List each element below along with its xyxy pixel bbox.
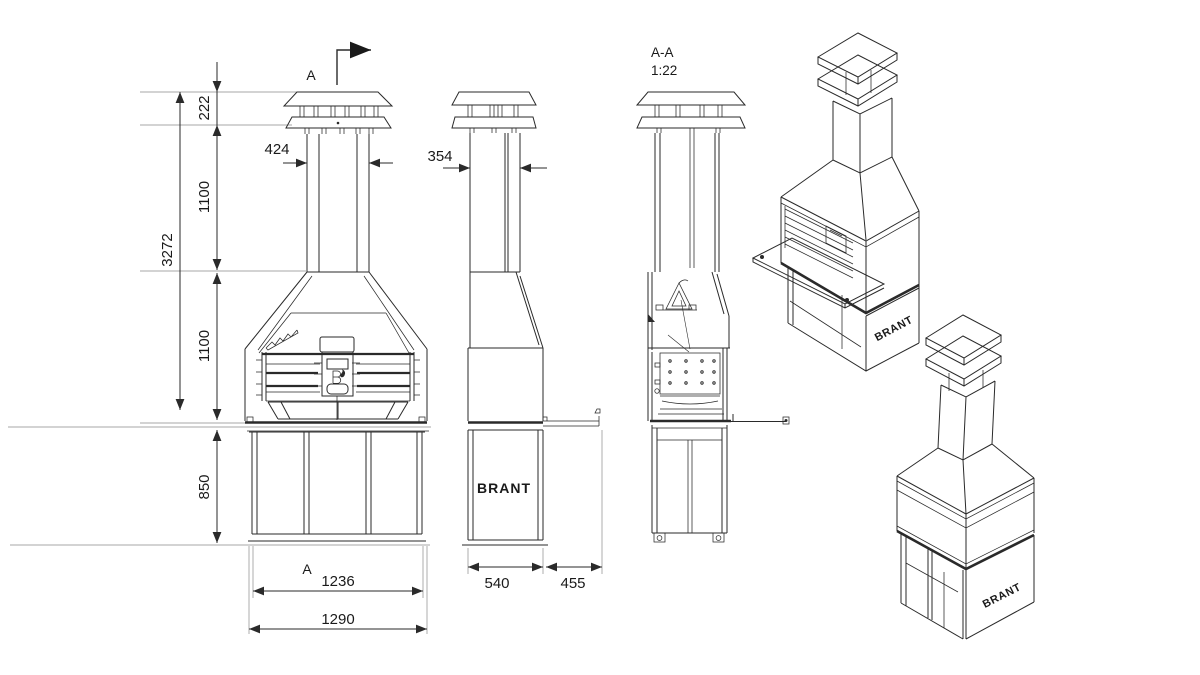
dim-cap-height-label: 222 [196, 95, 213, 120]
front-view: A 424 [244, 41, 429, 634]
iso1-base: BRANT [787, 268, 920, 372]
front-ash-tray [267, 401, 409, 420]
section-view: A-A 1:22 [635, 45, 790, 543]
iso-view-open: BRANT [751, 32, 920, 372]
left-dimension-chain: 222 1100 3272 1100 850 [8, 62, 431, 546]
extension-lines [8, 91, 431, 546]
section-title: A-A [651, 45, 674, 60]
dim-chimney-height-label: 1100 [196, 181, 213, 213]
front-chimney-cap [282, 91, 394, 134]
front-counter [245, 416, 429, 432]
section-perforated-panel [659, 352, 721, 395]
dim-hood-height-label: 1100 [196, 330, 213, 362]
iso1-cap [816, 32, 899, 107]
iso1-firebox [780, 197, 920, 315]
dim-outer-width-label: 1290 [321, 611, 354, 628]
side-chimney [469, 133, 521, 273]
section-base [651, 425, 728, 543]
iso1-chimney [832, 97, 893, 174]
dim-inner-width-label: 1236 [321, 573, 354, 590]
side-chimney-cap [451, 91, 537, 133]
section-scale: 1:22 [651, 63, 677, 78]
dim-base-height-label: 850 [196, 474, 213, 499]
dim-chimney-depth-label: 354 [427, 148, 452, 165]
section-chimney [654, 133, 720, 272]
side-chimney-depth-dim: 354 [427, 148, 547, 173]
section-grate-rod [731, 414, 790, 425]
section-cut-label-top: A [306, 67, 316, 83]
front-grill [266, 371, 410, 388]
front-firebox [256, 336, 420, 420]
front-poker [265, 329, 299, 351]
section-cut-line [336, 41, 371, 85]
front-control-panel [314, 336, 360, 420]
front-chimney [306, 134, 370, 273]
iso1-front-table [751, 237, 886, 309]
brand-iso1-label: BRANT [873, 314, 915, 344]
section-bottom-label: A [302, 561, 312, 577]
iso2-hood [896, 443, 1035, 520]
dim-base-depth-label: 540 [484, 575, 509, 592]
iso1-hood [780, 156, 920, 248]
side-view: 354 BRANT 540 455 [427, 91, 603, 592]
dim-chimney-width-label: 424 [264, 141, 289, 158]
iso1-grill-slats [784, 206, 854, 279]
front-hood [244, 271, 428, 421]
section-damper [655, 279, 697, 353]
section-hood [647, 271, 730, 350]
section-firebox [647, 347, 731, 423]
side-counter-and-table [468, 408, 601, 427]
section-perforation-dots [668, 359, 716, 385]
side-hood [467, 271, 544, 421]
iso2-cap [924, 314, 1003, 391]
front-bottom-dims: A 1236 1290 [248, 546, 428, 634]
iso2-base: BRANT [900, 534, 1035, 640]
brand-side-label: BRANT [477, 480, 531, 496]
dim-total-height-label: 3272 [159, 233, 176, 266]
brand-flame-mark [332, 369, 346, 384]
side-bottom-dims: 540 455 [467, 430, 603, 592]
front-base [248, 431, 426, 542]
iso2-chimney [937, 380, 996, 461]
iso2-firebox [896, 476, 1035, 571]
section-chimney-cap [635, 91, 747, 133]
side-base: BRANT [462, 429, 548, 546]
front-chimney-width-dim: 424 [264, 141, 393, 168]
dim-table-depth-label: 455 [560, 575, 585, 592]
iso-view-closed: BRANT [896, 314, 1035, 640]
iso1-inner-unit [825, 225, 847, 254]
brand-iso2-label: BRANT [981, 581, 1023, 611]
